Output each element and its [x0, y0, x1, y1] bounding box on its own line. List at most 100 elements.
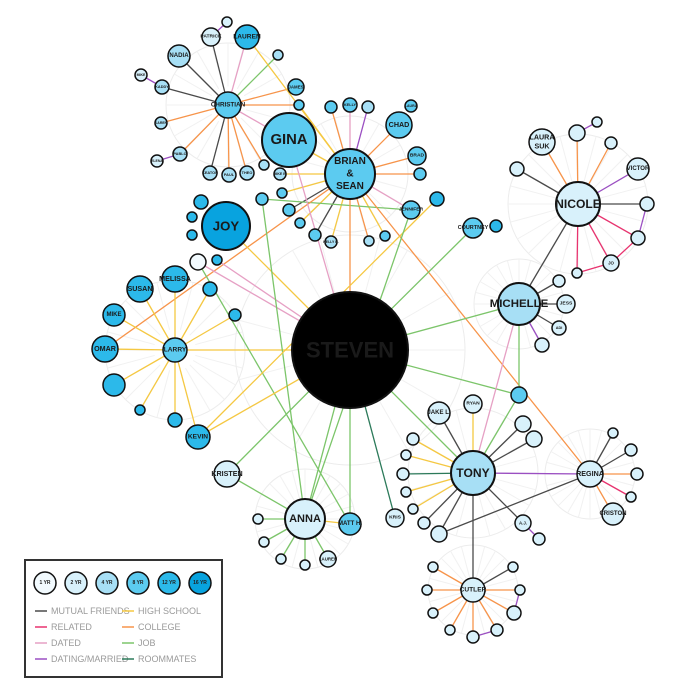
node-l_s2[interactable] [202, 281, 218, 297]
node-jess[interactable]: JESS [556, 294, 576, 314]
node-t_s4[interactable] [407, 503, 419, 515]
node-b_s3[interactable] [294, 217, 306, 229]
node-joy[interactable]: JOY [201, 201, 251, 251]
node-mike[interactable]: MIKE [134, 68, 148, 82]
node-cu2[interactable] [421, 584, 433, 596]
node-j_s1[interactable] [186, 211, 198, 223]
node-cn_s[interactable] [489, 219, 503, 233]
node-cristina[interactable] [510, 386, 528, 404]
node-paul[interactable]: PAUL [221, 167, 237, 183]
node-victor[interactable]: VICTOR [626, 157, 650, 181]
node-t_s3[interactable] [400, 486, 412, 498]
node-jakel[interactable]: JAKE L. [427, 401, 451, 425]
node-r_s4[interactable] [625, 491, 637, 503]
node-aj_s[interactable] [532, 532, 546, 546]
node-rick[interactable] [466, 630, 480, 644]
node-c_job[interactable] [272, 49, 284, 61]
node-heather[interactable] [604, 136, 618, 150]
node-l_s1[interactable] [134, 404, 146, 416]
node-megan[interactable] [552, 274, 566, 288]
node-brooke[interactable] [514, 415, 532, 433]
node-ken[interactable] [571, 267, 583, 279]
node-a_s2[interactable] [258, 536, 270, 548]
node-paige[interactable] [228, 308, 242, 322]
node-katie[interactable] [282, 203, 296, 217]
node-kelly[interactable]: KELLY [342, 97, 358, 113]
node-jenna[interactable] [189, 253, 207, 271]
node-nickv[interactable] [534, 337, 550, 353]
node-kellyb[interactable]: KELLY B. [323, 235, 339, 249]
node-t_s1[interactable] [400, 449, 412, 461]
node-corey[interactable] [506, 605, 522, 621]
node-daniel[interactable] [429, 191, 445, 207]
node-mikee[interactable]: MIKE E. [273, 167, 287, 181]
node-mikel[interactable]: MIKE [102, 303, 126, 327]
node-ryan[interactable]: RYAN [463, 394, 483, 414]
node-nadia[interactable]: NADIA [167, 44, 191, 68]
node-cu1[interactable] [427, 561, 439, 573]
node-michelle[interactable]: MICHELLE [490, 282, 549, 326]
node-kristen_b[interactable] [361, 100, 375, 114]
node-steven[interactable]: STEVEN [291, 291, 409, 409]
node-n_s1[interactable] [591, 116, 603, 128]
node-kaddy[interactable]: KADDY [154, 79, 170, 95]
node-todd[interactable] [406, 432, 420, 446]
node-c_s2[interactable] [293, 99, 305, 111]
node-jakeg[interactable] [413, 167, 427, 181]
node-cu6[interactable] [507, 561, 519, 573]
node-jo[interactable]: JO [602, 254, 620, 272]
node-anna[interactable]: ANNA [284, 498, 326, 540]
node-jennifer[interactable]: JENNIFER [399, 200, 424, 220]
node-lauren[interactable]: LAUREN [233, 24, 261, 50]
node-a_s1[interactable] [252, 513, 264, 525]
node-brians[interactable] [255, 192, 269, 206]
node-lindsay[interactable] [525, 430, 543, 448]
node-laurena[interactable]: LAUREN [319, 550, 337, 568]
node-patrick[interactable]: PATRICK [200, 27, 222, 47]
node-gina[interactable]: GINA [261, 112, 317, 168]
node-pablo[interactable]: PABLO [172, 146, 188, 162]
node-r_s1[interactable] [607, 427, 619, 439]
node-chuck[interactable] [568, 124, 586, 142]
node-l_s0[interactable] [211, 254, 223, 266]
node-kevin[interactable]: KEVIN [185, 424, 211, 450]
node-theo[interactable]: THEO [239, 165, 255, 181]
node-c_s1[interactable] [221, 16, 233, 28]
node-kris[interactable]: KRIS [385, 508, 405, 528]
node-cu3[interactable] [427, 607, 439, 619]
node-j_s2[interactable] [186, 229, 198, 241]
node-edwin[interactable] [167, 412, 183, 428]
node-cu4[interactable] [444, 624, 456, 636]
node-courtney[interactable]: COURTNEY [458, 217, 489, 239]
node-christian[interactable]: CHRISTIAN [211, 91, 246, 119]
node-matth[interactable]: MATT H. [338, 512, 362, 536]
node-r_s3[interactable] [630, 467, 644, 481]
node-t_s2[interactable] [396, 467, 410, 481]
node-c_s3[interactable] [258, 159, 270, 171]
node-r_s2[interactable] [624, 443, 638, 457]
node-melissa[interactable]: MELISSA [159, 265, 191, 293]
node-keaton[interactable]: KEATON [202, 165, 218, 181]
node-b_s5[interactable] [324, 100, 338, 114]
node-tony[interactable]: TONY [450, 450, 496, 496]
node-chad[interactable]: CHAD [385, 111, 413, 139]
node-b_s1[interactable] [379, 230, 391, 242]
node-kristen[interactable]: KRISTEN [211, 460, 243, 488]
node-aj[interactable]: A.J. [514, 514, 532, 532]
node-omar[interactable]: OMAR [91, 335, 119, 363]
node-a_s3[interactable] [275, 553, 287, 565]
node-brian[interactable]: BRIAN&SEAN [324, 148, 376, 200]
node-criston[interactable]: CRISTON [599, 502, 627, 526]
node-a_s4[interactable] [299, 559, 311, 571]
node-ginger[interactable] [509, 161, 525, 177]
node-karen[interactable]: KAREN [154, 116, 168, 130]
node-claudine[interactable] [430, 525, 448, 543]
node-t_s5[interactable] [417, 516, 431, 530]
node-elena[interactable]: ELENA [150, 154, 164, 168]
node-larry[interactable]: LARRY [162, 337, 188, 363]
node-b_s4[interactable] [276, 187, 288, 199]
node-james[interactable]: JAMES [287, 78, 305, 96]
node-alanna[interactable] [490, 623, 504, 637]
node-donna[interactable] [193, 194, 209, 210]
